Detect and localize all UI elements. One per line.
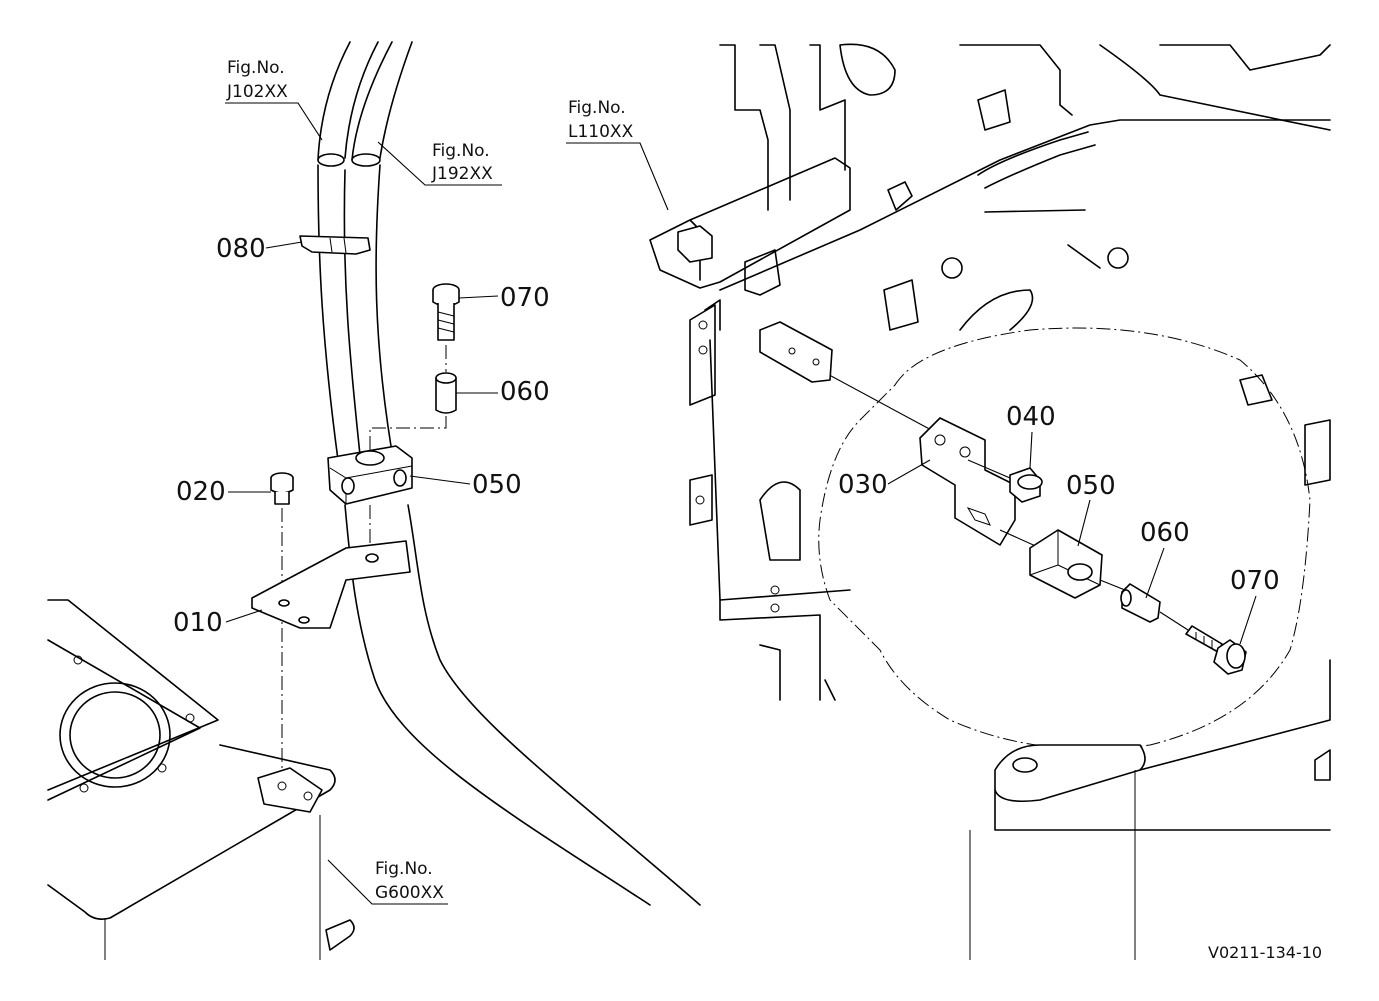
part-label-080: 080 <box>216 234 266 264</box>
drawing-code: V0211-134-10 <box>1208 943 1322 962</box>
figure-ref-l110: Fig.No. L110XX <box>566 98 669 211</box>
part-label-030: 030 <box>838 470 888 500</box>
part-label-070-left: 070 <box>500 283 550 313</box>
figure-ref-j102: Fig.No. J102XX <box>225 58 323 141</box>
part-label-060-right: 060 <box>1140 518 1190 548</box>
bolt-070-right <box>1185 625 1247 675</box>
bracket-010 <box>251 540 411 629</box>
part-label-070-right: 070 <box>1230 566 1280 596</box>
clamp-block-050-right <box>1029 529 1103 599</box>
bolt-040 <box>1009 467 1043 503</box>
part-label-050-right: 050 <box>1066 471 1116 501</box>
label-050-left: 050 <box>409 470 522 500</box>
machine-frame <box>649 43 1331 960</box>
part-label-010: 010 <box>173 608 223 638</box>
figure-ref-j192: Fig.No. J192XX <box>377 141 502 186</box>
label-060-left: 060 <box>456 377 550 407</box>
bolt-020 <box>270 472 294 505</box>
label-050-right: 050 <box>1066 471 1116 547</box>
label-040: 040 <box>1006 402 1056 469</box>
figure-ref-j102-line1: Fig.No. <box>227 58 285 78</box>
label-070-right: 070 <box>1230 566 1280 645</box>
clamp-block-050-left <box>327 445 413 505</box>
bracket-030 <box>919 417 1016 546</box>
label-080: 080 <box>216 234 303 264</box>
figure-ref-j192-line2: J192XX <box>431 164 493 184</box>
part-label-040: 040 <box>1006 402 1056 432</box>
label-020: 020 <box>176 477 271 507</box>
spacer-060-left <box>435 372 457 414</box>
figure-ref-j192-line1: Fig.No. <box>432 141 490 161</box>
figure-ref-l110-line2: L110XX <box>568 122 634 142</box>
figure-ref-l110-line1: Fig.No. <box>568 98 626 118</box>
figure-ref-g600-line2: G600XX <box>375 883 444 903</box>
spacer-060-right <box>1120 583 1161 623</box>
label-070-left: 070 <box>458 283 550 313</box>
label-010: 010 <box>173 608 263 638</box>
label-060-right: 060 <box>1140 518 1190 599</box>
part-label-060-left: 060 <box>500 377 550 407</box>
frame-tab-right <box>759 321 833 383</box>
clamp-080 <box>299 235 371 255</box>
figure-ref-j102-line2: J102XX <box>226 82 288 102</box>
figure-ref-g600-line1: Fig.No. <box>375 859 433 879</box>
part-label-050-left: 050 <box>472 470 522 500</box>
fuel-tank <box>47 599 355 960</box>
figure-ref-g600: Fig.No. G600XX <box>327 859 448 905</box>
label-030: 030 <box>838 459 931 500</box>
bolt-070-left <box>432 283 460 341</box>
part-label-020: 020 <box>176 477 226 507</box>
